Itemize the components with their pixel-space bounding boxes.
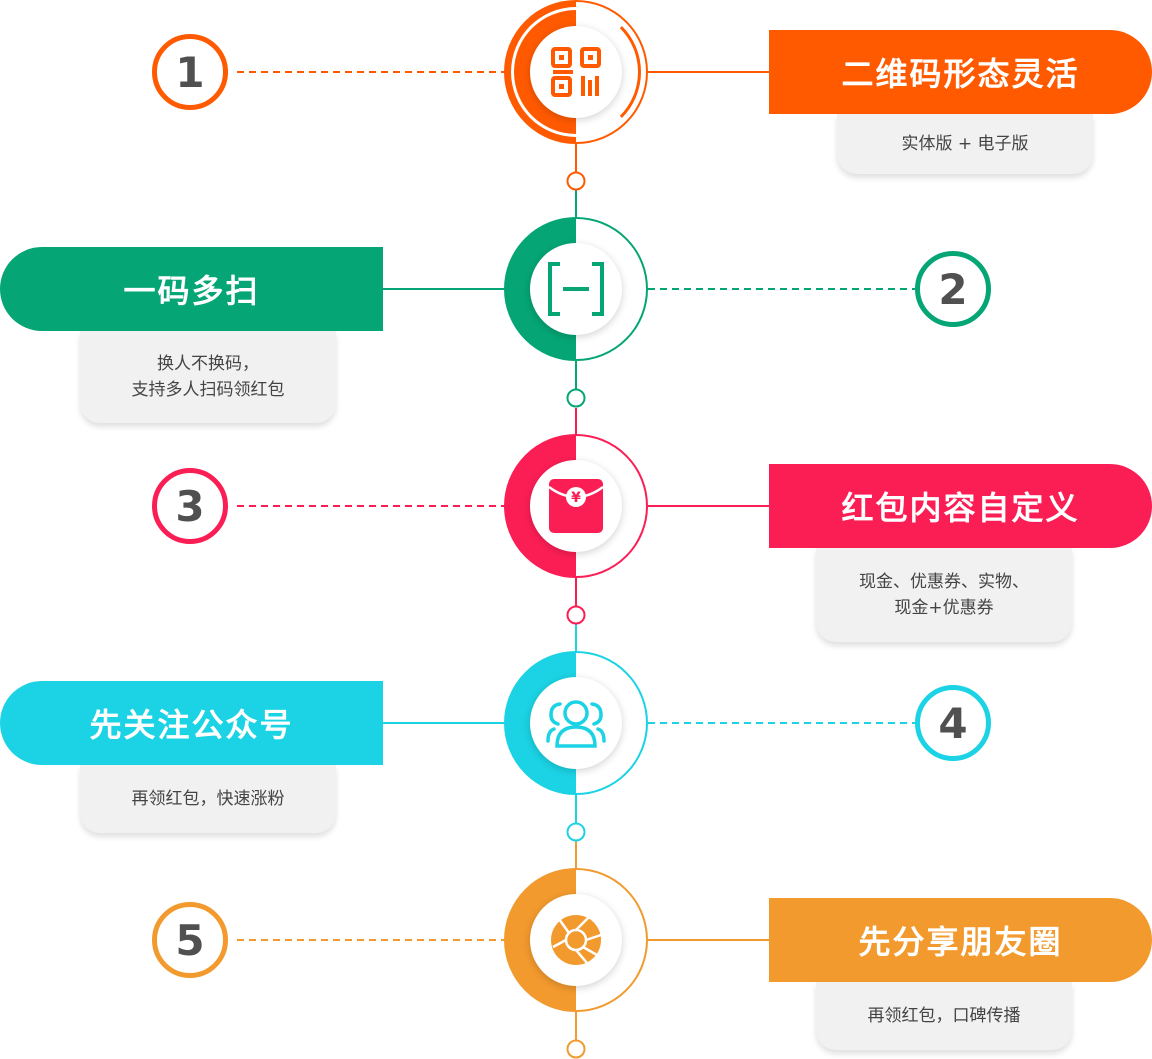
spine-dot (566, 822, 586, 842)
step-desc-4: 再领红包，快速涨粉 (80, 765, 336, 833)
aperture-icon (551, 915, 602, 965)
qr-code-icon (551, 47, 601, 97)
step-number-1: 1 (152, 34, 228, 110)
step-desc-1: 实体版 + 电子版 (837, 114, 1093, 174)
step-desc-3: 现金、优惠券、实物、 现金+优惠券 (816, 548, 1072, 642)
users-icon (546, 700, 606, 748)
spine-dot (566, 388, 586, 408)
step-number-5: 5 (152, 902, 228, 978)
spine-dot (566, 1039, 586, 1059)
step-hub-5 (504, 868, 648, 1012)
step-hub-1 (504, 0, 648, 144)
step-title-4: 先关注公众号 (0, 681, 383, 765)
scan-bracket-icon (548, 262, 604, 316)
step-number-3: 3 (152, 468, 228, 544)
step-hub-2 (504, 217, 648, 361)
step-title-5: 先分享朋友圈 (769, 898, 1152, 982)
red-envelope-icon: ¥ (548, 479, 604, 533)
spine-dot (566, 171, 586, 191)
step-number-4: 4 (915, 685, 991, 761)
step-title-3: 红包内容自定义 (769, 464, 1152, 548)
step-hub-4 (504, 651, 648, 795)
step-number-2: 2 (915, 251, 991, 327)
step-desc-5: 再领红包，口碑传播 (816, 982, 1072, 1050)
step-desc-2: 换人不换码， 支持多人扫码领红包 (80, 331, 336, 423)
step-title-2: 一码多扫 (0, 247, 383, 331)
svg-text:¥: ¥ (571, 490, 581, 506)
step-title-1: 二维码形态灵活 (769, 30, 1152, 114)
step-hub-3: ¥ (504, 434, 648, 578)
spine-dot (566, 605, 586, 625)
